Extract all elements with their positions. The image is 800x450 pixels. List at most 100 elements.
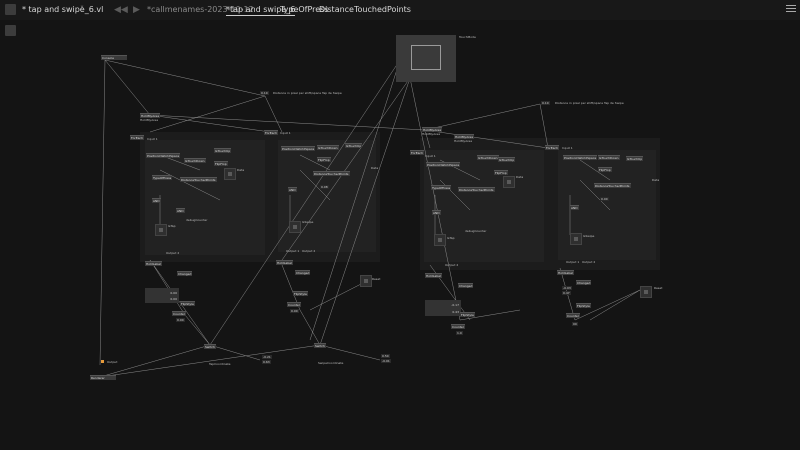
left-distance-value[interactable]: 0.10	[260, 91, 269, 95]
right-swipe-val-0: -0.03	[562, 286, 572, 290]
canvas-button[interactable]	[5, 25, 16, 36]
left-swipe-node-2[interactable]: IsTouchUp	[345, 143, 363, 148]
right-counter-node[interactable]: Counter	[451, 324, 465, 329]
right-swipe-node-5[interactable]: AND	[570, 205, 579, 210]
right-tap-istap-toggle[interactable]	[434, 234, 446, 246]
console-node[interactable]: Console	[101, 55, 127, 60]
left-counter-node[interactable]: Counter	[172, 311, 186, 316]
right-tap-label-2: debugCounter	[465, 229, 487, 233]
right-swipe-counter-value: 00	[572, 322, 578, 326]
right-foreach-node[interactable]: ForEach	[410, 150, 424, 155]
left-tap-output-label: Output 2	[166, 251, 180, 255]
right-tap-node-4[interactable]: TypeOfPress	[431, 185, 452, 190]
right-swipe-isswipe-toggle[interactable]	[570, 233, 582, 245]
left-swipe-node-5[interactable]: AND	[288, 187, 297, 192]
patch-canvas[interactable]: Console Renderer Output TouchMode 0.10 D…	[0, 20, 800, 450]
right-swipe-node-1[interactable]: IsTouchDown	[598, 155, 620, 160]
left-flipstyle-node[interactable]: FlipStyle	[180, 301, 195, 306]
left-tap-label-2: debugCounter	[186, 218, 208, 222]
right-value-panel[interactable]: -0.17 0.43	[425, 300, 461, 316]
menu-button[interactable]	[5, 4, 16, 15]
left-holdlabel-node[interactable]: HoldLabel	[145, 261, 162, 266]
right-tap-node-1[interactable]: IsTouchDown	[477, 155, 499, 160]
right-hold-node-2[interactable]: HoldMyArea	[454, 134, 475, 139]
left-switch-out-0: -0.21	[262, 355, 272, 359]
renderer-node[interactable]: Renderer	[90, 375, 116, 380]
left-swipe-isswipe-toggle[interactable]	[289, 221, 301, 233]
right-distance-label: Distance in pixel per shift/space Tap de…	[555, 101, 624, 105]
tab-dropdown-icon[interactable]: ˅	[80, 5, 84, 14]
right-tap-node-3[interactable]: FlipFlop	[494, 170, 508, 175]
left-swipe-label-0: Data	[371, 166, 379, 170]
left-swipe-counter-node[interactable]: Counter	[287, 302, 301, 307]
right-tap-output-label: Output 2	[445, 263, 459, 267]
left-value-panel[interactable]: 0.00 0.00	[145, 288, 179, 303]
right-holdlabel-node[interactable]: HoldLabel	[425, 273, 442, 278]
right-swipe-node-0[interactable]: PositionInWorldSpace	[563, 155, 598, 160]
tab-distancetouchedpoints[interactable]: DistanceTouchedPoints	[319, 5, 411, 14]
left-foreach-node-2[interactable]: ForEach	[264, 130, 278, 135]
left-hold-node[interactable]: HoldMyArea	[140, 113, 160, 118]
left-swipe-holdlabel-node[interactable]: HoldLabel	[276, 260, 293, 265]
back-arrow-icon[interactable]: ◀◀	[114, 5, 128, 15]
left-changed-node[interactable]: Changed	[177, 271, 193, 276]
left-tap-node-7[interactable]: AND	[176, 208, 185, 213]
right-reset-toggle[interactable]	[640, 286, 652, 298]
left-tap-node-1[interactable]: IsTouchDown	[184, 158, 206, 163]
left-tap-node-3[interactable]: FlipFlop	[214, 161, 228, 166]
right-swipe-node-2[interactable]: IsTouchUp	[626, 156, 644, 161]
left-swipe-input1-label: Input 1	[280, 131, 291, 135]
forward-arrow-icon[interactable]: ▶	[133, 5, 140, 15]
output-label: Output	[107, 360, 118, 364]
left-tap-node-6[interactable]: AND	[152, 198, 161, 203]
right-swipe-counter-node[interactable]: Counter	[566, 313, 580, 318]
right-changed-node[interactable]: Changed	[458, 283, 474, 288]
right-tap-node-5[interactable]: DistanceTouchedPoints	[458, 187, 495, 192]
left-swipe-node-3[interactable]: FlipFlop	[317, 157, 331, 162]
left-tap-label-0: Data	[237, 168, 245, 172]
right-swipe-node-3[interactable]: FlipFlop	[598, 167, 612, 172]
right-hold-node[interactable]: HoldMyArea	[422, 127, 443, 132]
right-tap-node-0[interactable]: PositionInWorldSpace	[426, 162, 461, 167]
left-foreach-node[interactable]: ForEach	[130, 135, 144, 140]
left-tap-istap-toggle[interactable]	[155, 224, 167, 236]
left-reset-toggle[interactable]	[360, 275, 372, 287]
touch-preview[interactable]	[396, 35, 456, 82]
tab-tap-and-swipe[interactable]: *tap and swipe_6	[226, 5, 296, 16]
left-switch-node[interactable]: Switch	[204, 344, 216, 349]
right-tap-node-2[interactable]: IsTouchUp	[498, 157, 516, 162]
right-value-row-1: 0.43	[452, 310, 459, 314]
left-swipe-changed-node[interactable]: Changed	[295, 270, 311, 275]
tab-document[interactable]: * tap and swipe_6.vl	[22, 5, 104, 14]
left-value-row-1: 0.00	[170, 297, 177, 301]
left-swipe-node-0[interactable]: PositionInWorldSpace	[281, 146, 316, 151]
right-swipe-flipstyle-node[interactable]: FlipStyle	[576, 303, 591, 308]
right-tap-data-toggle[interactable]	[503, 176, 515, 188]
right-distance-value[interactable]: 0.10	[541, 101, 550, 105]
right-swipe-holdlabel-node[interactable]: HoldLabel	[557, 270, 574, 275]
left-tap-data-toggle[interactable]	[224, 168, 236, 180]
left-tap-node-0[interactable]: PositionInWorldSpace	[146, 153, 181, 158]
left-swipe-node-1[interactable]: IsTouchDown	[317, 145, 339, 150]
right-flipstyle-node[interactable]: FlipStyle	[460, 312, 475, 317]
left-switch2-out-1: -0.01	[381, 359, 391, 363]
right-tap-node-6[interactable]: AND	[432, 210, 441, 215]
right-foreach-node-2[interactable]: ForEach	[545, 145, 559, 150]
right-swipe-output2-label: Output 2	[582, 260, 596, 264]
left-tap-node-4[interactable]: TypeOfPress	[152, 175, 173, 180]
output-pin[interactable]	[101, 360, 104, 363]
tab-typeofpress[interactable]: TypeOfPress	[280, 5, 329, 14]
right-tap-label-1: IsTap	[447, 236, 455, 240]
hamburger-menu-icon[interactable]	[786, 4, 796, 14]
left-swipe-node-4[interactable]: DistanceTouchedPoints	[313, 171, 350, 176]
left-reset-label: Reset	[372, 277, 381, 281]
left-switch-node-2[interactable]: Switch	[314, 343, 326, 348]
tab-callmenames[interactable]: *callmenames-2023-10-12	[147, 5, 254, 14]
left-swipe-flipstyle-node[interactable]: FlipStyle	[293, 291, 308, 296]
right-swipe-node-4[interactable]: DistanceTouchedPoints	[594, 183, 631, 188]
left-swipe-output2-label: Output 2	[302, 249, 316, 253]
left-tap-node-5[interactable]: DistanceTouchedPoints	[180, 177, 217, 182]
right-swipe-changed-node[interactable]: Changed	[576, 280, 592, 285]
right-tap-label-0: Data	[516, 175, 524, 179]
left-tap-node-2[interactable]: IsTouchUp	[214, 148, 232, 153]
